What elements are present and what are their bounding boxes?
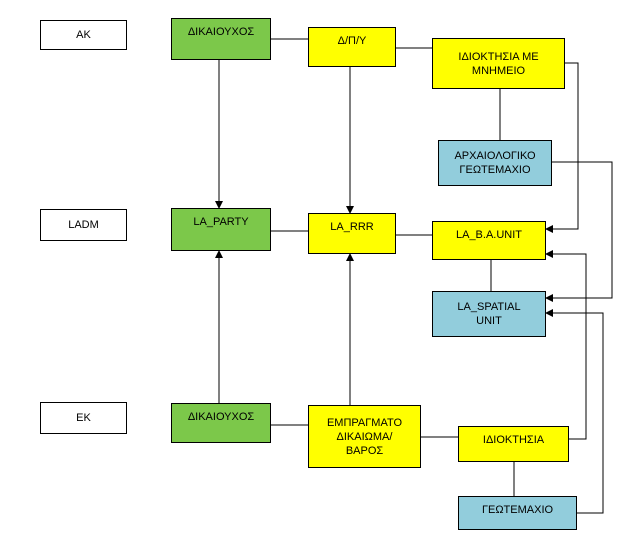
- node-la-party-text: LA_PARTY: [193, 216, 249, 228]
- row-label-ladm-text: LADM: [68, 219, 99, 231]
- row-label-ek-text: ΕΚ: [76, 412, 91, 424]
- node-la-party: LA_PARTY: [171, 208, 271, 251]
- node-archaiologiko-geotemaxio: ΑΡΧΑΙΟΛΟΓΙΚΟ ΓΕΩΤΕΜΑΧΙΟ: [438, 140, 552, 186]
- node-idioktisia: ΙΔΙΟΚΤΗΣΙΑ: [458, 426, 569, 462]
- row-label-ak-text: ΑΚ: [76, 29, 91, 41]
- node-ek-dikaiouxos: ΔΙΚΑΙΟΥΧΟΣ: [171, 403, 271, 443]
- node-archaiologiko-geotemaxio-text: ΑΡΧΑΙΟΛΟΓΙΚΟ ΓΕΩΤΕΜΑΧΙΟ: [454, 150, 536, 176]
- row-label-ak: ΑΚ: [40, 20, 127, 50]
- arrow-archaiologiko-to-la-spatial: [545, 161, 613, 302]
- node-la-rrr: LA_RRR: [308, 213, 396, 254]
- node-idioktisia-mnimeio-text: ΙΔΙΟΚΤΗΣΙΑ ΜΕ ΜΝΗΜΕΙΟ: [458, 50, 539, 77]
- node-ek-dikaiouxos-text: ΔΙΚΑΙΟΥΧΟΣ: [187, 411, 255, 423]
- row-label-ek: ΕΚ: [40, 402, 127, 434]
- node-la-spatial-unit: LA_SPATIAL UNIT: [432, 291, 546, 337]
- node-idioktisia-text: ΙΔΙΟΚΤΗΣΙΑ: [482, 434, 545, 446]
- arrow-geotemaxio-to-la-spatial: [545, 309, 604, 514]
- node-la-baunit-text: LA_B.A.UNIT: [455, 229, 523, 241]
- row-label-ladm: LADM: [40, 209, 127, 241]
- node-geotemaxio: ΓΕΩΤΕΜΑΧΙΟ: [458, 496, 577, 530]
- node-geotemaxio-text: ΓΕΩΤΕΜΑΧΙΟ: [481, 504, 554, 516]
- arrow-idioktisia-to-la-baunit: [545, 250, 587, 440]
- node-empragmato-dikaioma-text: ΕΜΠΡΑΓΜΑΤΟ ΔΙΚΑΙΩΜΑ/ ΒΑΡΟΣ: [326, 416, 403, 457]
- node-idioktisia-mnimeio: ΙΔΙΟΚΤΗΣΙΑ ΜΕ ΜΝΗΜΕΙΟ: [432, 38, 565, 89]
- node-la-rrr-text: LA_RRR: [330, 221, 374, 233]
- node-ak-dikaiouxos: ΔΙΚΑΙΟΥΧΟΣ: [171, 18, 271, 60]
- node-empragmato-dikaioma: ΕΜΠΡΑΓΜΑΤΟ ΔΙΚΑΙΩΜΑ/ ΒΑΡΟΣ: [308, 405, 421, 468]
- node-ak-dikaiouxos-text: ΔΙΚΑΙΟΥΧΟΣ: [187, 26, 255, 38]
- node-dpy-text: Δ/Π/Υ: [337, 35, 367, 47]
- node-dpy: Δ/Π/Υ: [308, 27, 396, 67]
- node-la-baunit: LA_B.A.UNIT: [432, 221, 546, 260]
- node-la-spatial-unit-text: LA_SPATIAL UNIT: [457, 301, 521, 327]
- arrow-idioktisia-mnimeio-to-la-baunit: [545, 62, 579, 233]
